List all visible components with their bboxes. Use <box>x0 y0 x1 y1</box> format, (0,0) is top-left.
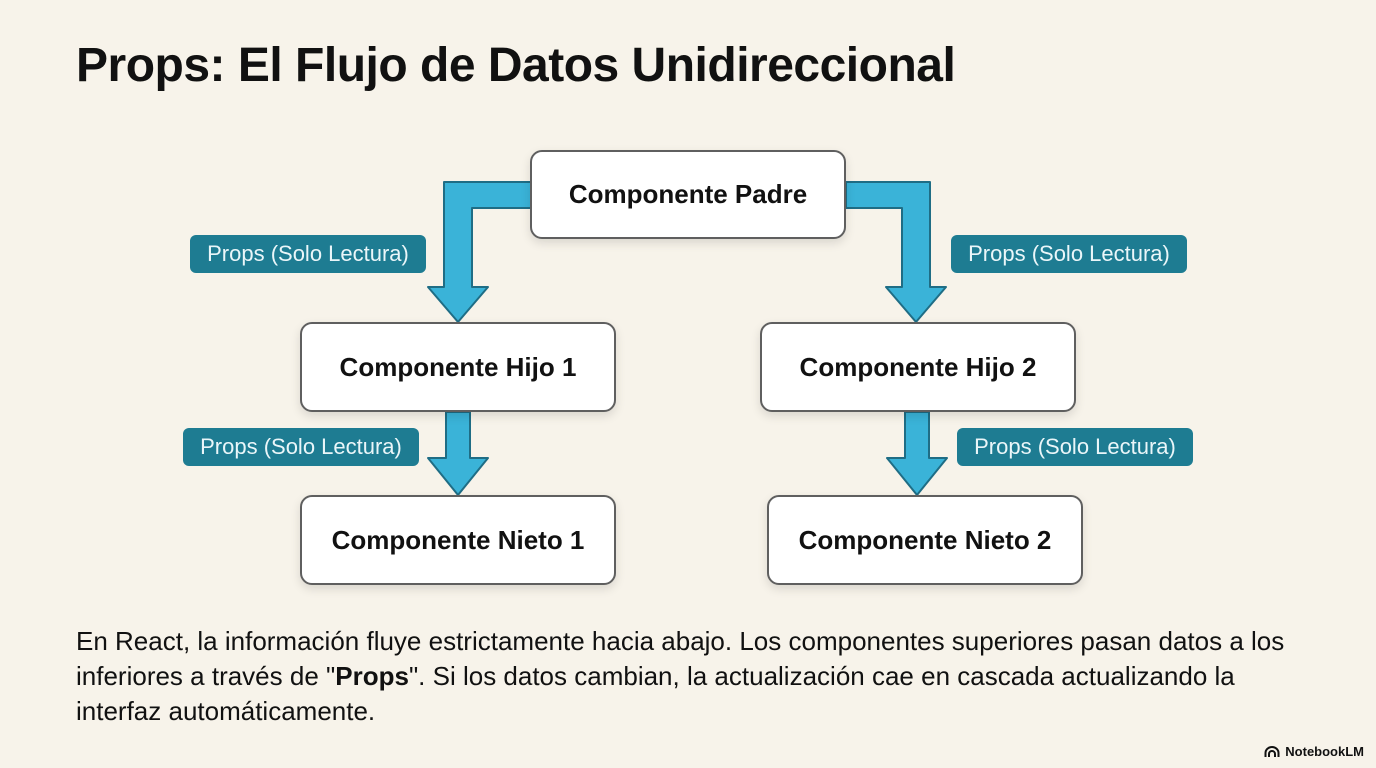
edge-label-padre-hijo1: Props (Solo Lectura) <box>190 235 426 273</box>
brand-watermark: NotebookLM <box>1264 744 1364 759</box>
edge-label-hijo1-nieto1: Props (Solo Lectura) <box>183 428 419 466</box>
arrow-child1-to-grandchild1 <box>427 411 489 496</box>
edge-label-hijo2-nieto2: Props (Solo Lectura) <box>957 428 1193 466</box>
arrow-child2-to-grandchild2 <box>886 411 948 496</box>
slide-title: Props: El Flujo de Datos Unidireccional <box>76 39 956 92</box>
node-componente-padre: Componente Padre <box>530 150 846 239</box>
description-text: En React, la información fluye estrictam… <box>76 624 1306 729</box>
arrow-parent-to-child2 <box>845 181 947 323</box>
arrow-parent-to-child1 <box>427 181 532 323</box>
description-part2: ". Si los datos cambian, la actualizació… <box>76 661 1235 726</box>
description-bold-props: Props <box>335 661 409 691</box>
notebooklm-logo-icon <box>1264 745 1280 757</box>
description-part1: En React, la información fluye estrictam… <box>76 626 1285 691</box>
node-componente-hijo-2: Componente Hijo 2 <box>760 322 1076 412</box>
node-componente-nieto-1: Componente Nieto 1 <box>300 495 616 585</box>
node-componente-nieto-2: Componente Nieto 2 <box>767 495 1083 585</box>
node-componente-hijo-1: Componente Hijo 1 <box>300 322 616 412</box>
brand-label: NotebookLM <box>1285 744 1364 759</box>
edge-label-padre-hijo2: Props (Solo Lectura) <box>951 235 1187 273</box>
